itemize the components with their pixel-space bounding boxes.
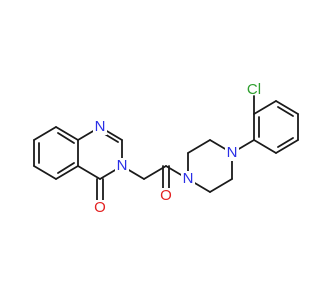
double-bond-inner: [277, 137, 294, 148]
bond: [253, 139, 277, 154]
label-bg: [181, 171, 195, 187]
bond: [275, 139, 299, 154]
molecule-canvas: N N O O N N Cl: [0, 0, 300, 300]
bond: [187, 139, 211, 154]
molecule-structure: N N O O N N Cl: [0, 0, 300, 300]
piperazine-aryl-nitrogen-label: N: [227, 144, 238, 161]
quinazolinone-oxygen-label: O: [94, 199, 106, 216]
chlorophenyl-ring: [231, 95, 299, 154]
background: [0, 0, 300, 300]
label-bg: [115, 158, 129, 174]
bond: [275, 100, 299, 115]
piperazine-amide-nitrogen-label: N: [183, 170, 194, 187]
bond: [55, 126, 79, 141]
n1-label: N: [95, 118, 106, 135]
bond: [253, 100, 277, 115]
double-bond-inner: [57, 132, 75, 144]
carbonyl-oxygen-label: O: [160, 187, 172, 204]
bond: [33, 165, 57, 180]
label-bg: [93, 119, 107, 135]
double-bond-inner: [57, 162, 75, 174]
bond: [209, 178, 233, 193]
n3-label: N: [117, 157, 128, 174]
label-bg: [93, 200, 107, 216]
bond: [77, 165, 101, 180]
linker-chain: [121, 165, 189, 189]
benzene-ring: [33, 126, 79, 180]
bond: [55, 165, 79, 180]
label-bg: [159, 188, 173, 204]
atom-labels: N N O O N N Cl: [93, 81, 261, 216]
label-bg: [225, 145, 239, 161]
chlorine-label: Cl: [247, 81, 261, 98]
double-bond-inner: [277, 106, 294, 117]
bond: [33, 126, 57, 141]
